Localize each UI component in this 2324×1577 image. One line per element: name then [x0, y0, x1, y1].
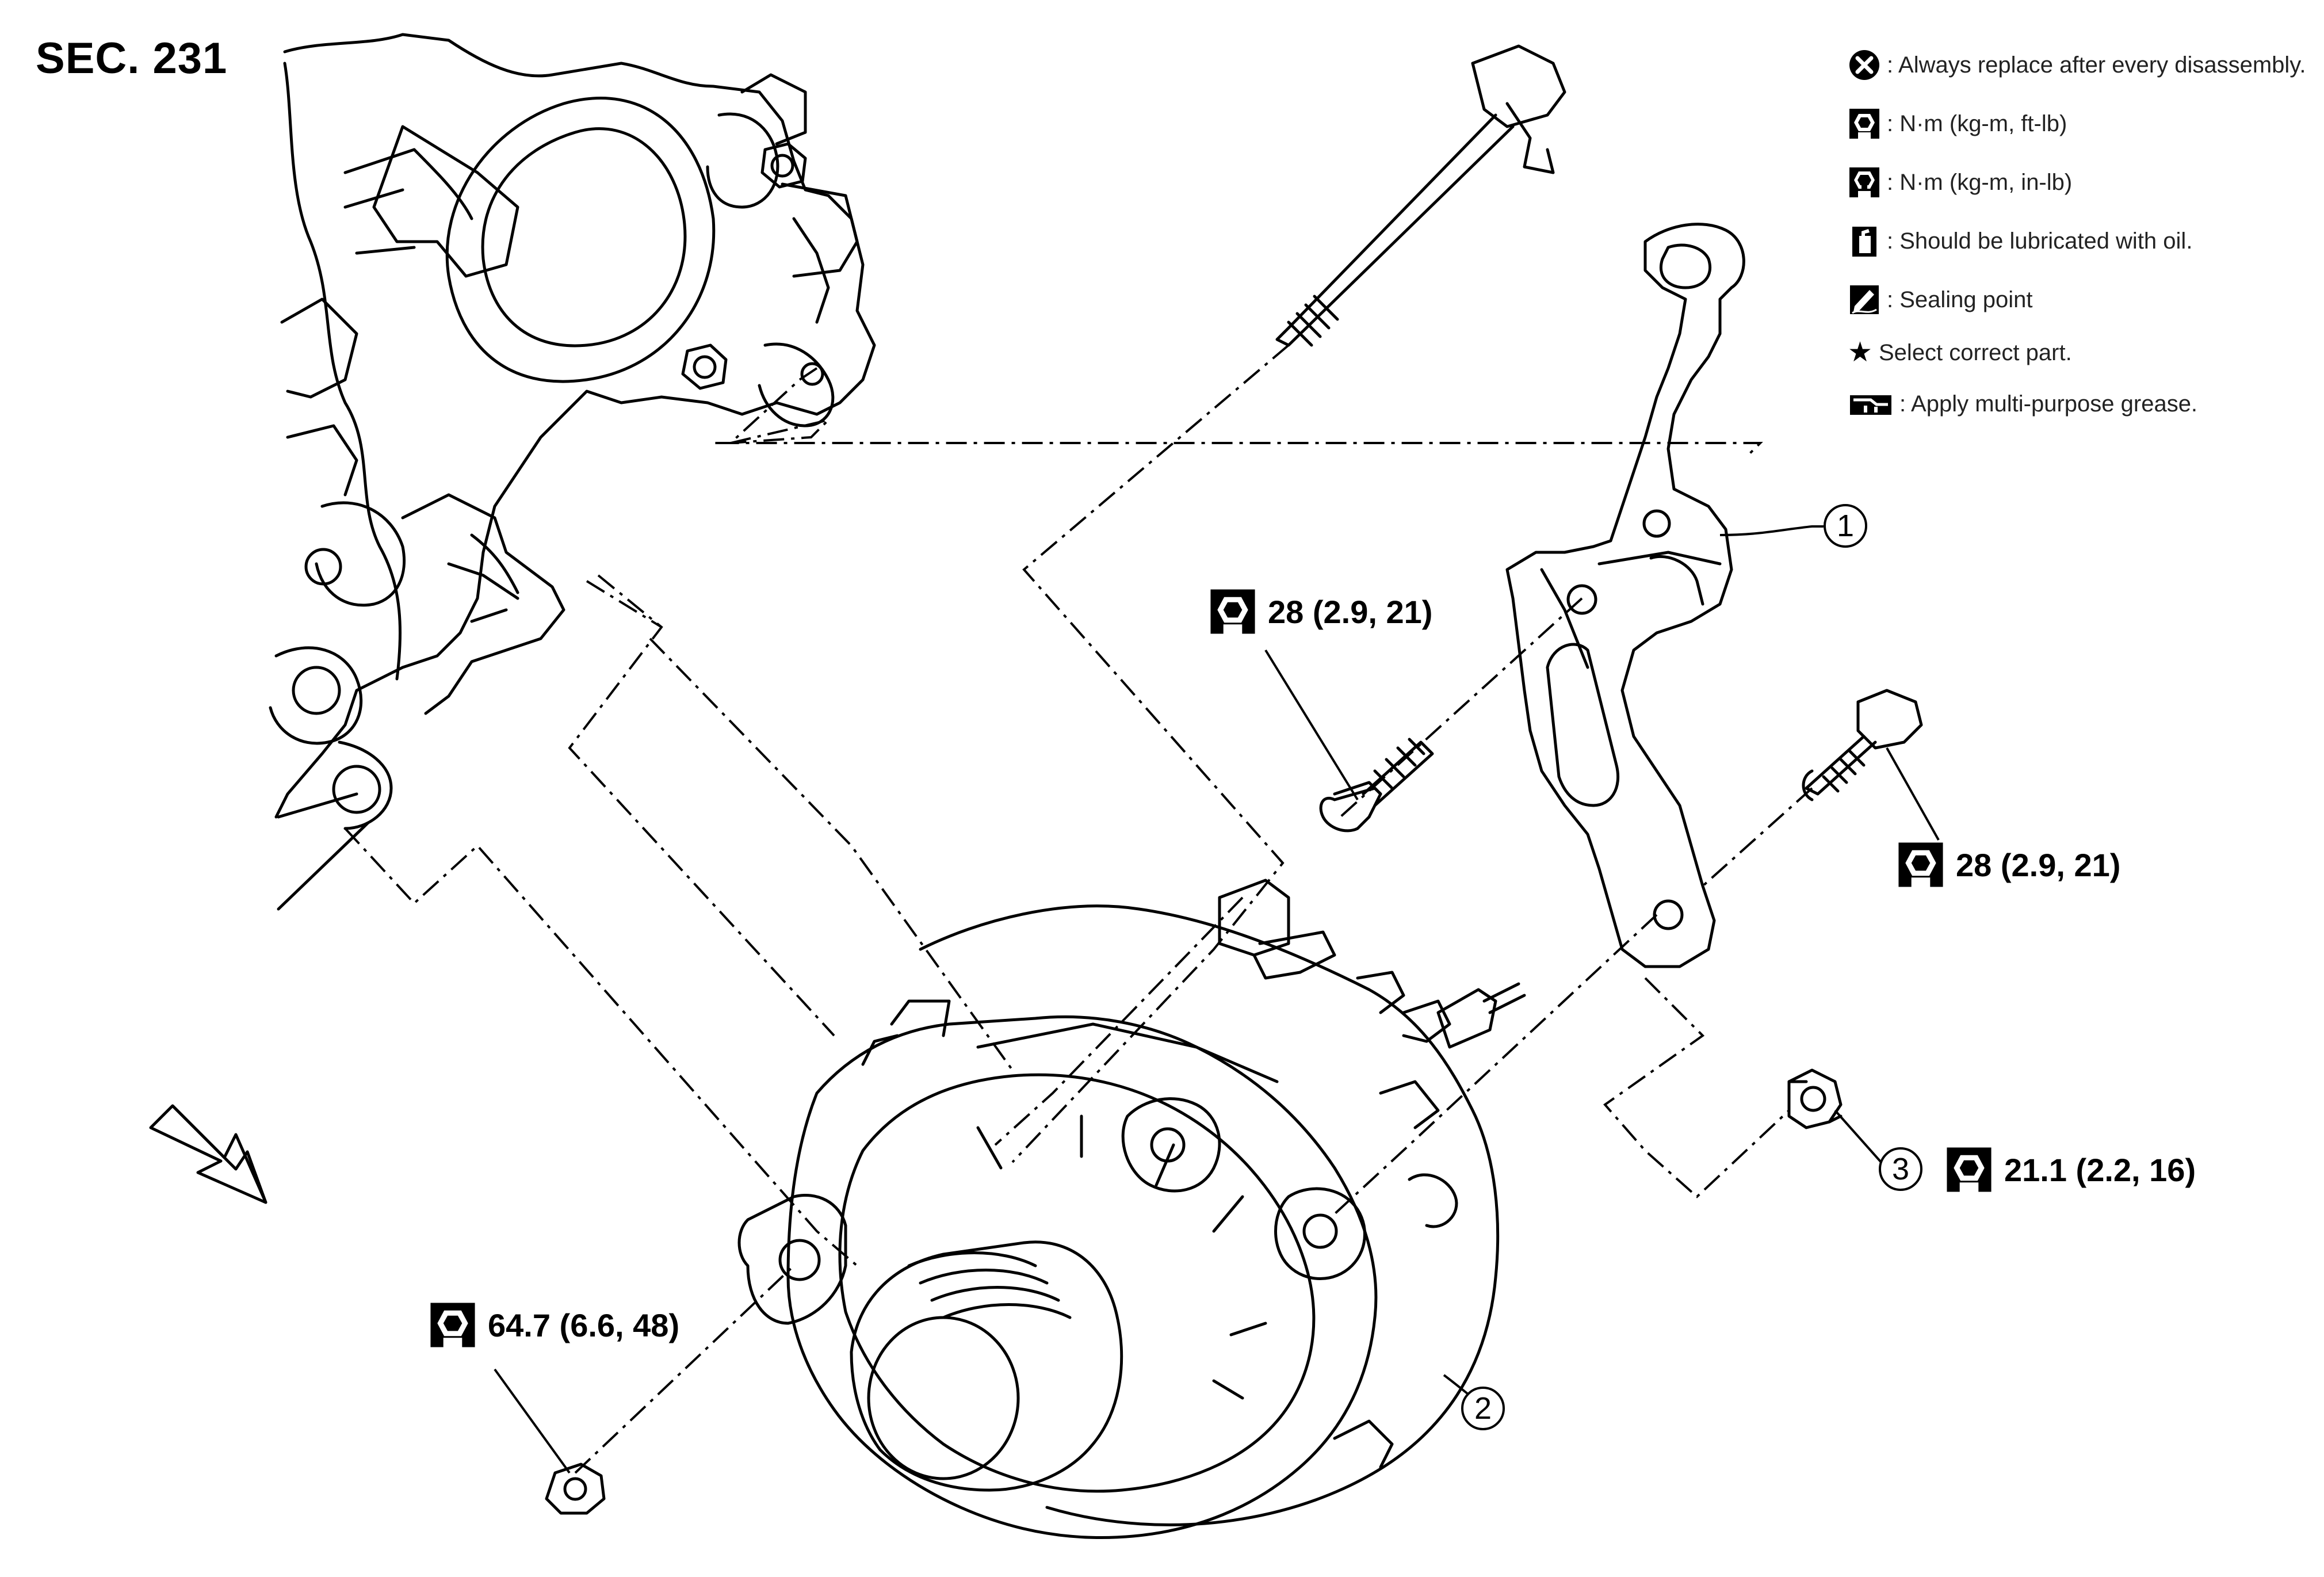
callout-part-1: 1 — [1824, 504, 1867, 548]
legend-item-always-replace: : Always replace after every disassembly… — [1848, 36, 2306, 94]
bracket-part-1 — [1505, 223, 1745, 968]
star-icon: ★ — [1848, 337, 1873, 368]
front-direction-arrow — [149, 1104, 267, 1204]
legend-item-torque-ftlb: : N·m (kg-m, ft-lb) — [1848, 94, 2306, 153]
torque-value: 21.1 (2.2, 16) — [2004, 1151, 2196, 1188]
legend-text: : N·m (kg-m, in-lb) — [1887, 169, 2073, 195]
oil-can-icon — [1852, 227, 1876, 257]
engine-block — [269, 33, 876, 830]
always-replace-icon — [1849, 50, 1879, 80]
torque-value: 28 (2.9, 21) — [1956, 846, 2121, 883]
torque-wrench-icon — [1898, 842, 1943, 887]
torque-wrench-icon — [1849, 109, 1879, 139]
legend-text: : Apply multi-purpose grease. — [1899, 391, 2198, 417]
torque-wrench-icon — [430, 1303, 475, 1347]
torque-wrench-icon — [1210, 589, 1255, 634]
alternator-nut — [545, 1463, 606, 1515]
torque-label-nut-3: 21.1 (2.2, 16) — [1944, 1145, 2196, 1194]
legend-text: : N·m (kg-m, ft-lb) — [1887, 110, 2067, 136]
long-bolt — [1275, 44, 1566, 347]
torque-wrench-inlb-icon — [1849, 167, 1879, 197]
torque-label-alternator-nut: 64.7 (6.6, 48) — [428, 1300, 679, 1350]
grease-icon — [1850, 395, 1891, 415]
legend-item-sealing: : Sealing point — [1848, 270, 2306, 329]
legend-item-grease: : Apply multi-purpose grease. — [1848, 376, 2306, 432]
leader-lines — [494, 525, 1940, 1474]
legend-text: : Sealing point — [1887, 287, 2033, 312]
torque-value: 64.7 (6.6, 48) — [488, 1307, 680, 1343]
legend-text: Select correct part. — [1879, 339, 2072, 365]
legend-item-select-part: ★ Select correct part. — [1848, 329, 2306, 376]
bracket-bolt-right — [1802, 689, 1923, 801]
symbol-legend: : Always replace after every disassembly… — [1848, 36, 2306, 432]
torque-label-bracket-bolt-right: 28 (2.9, 21) — [1896, 840, 2120, 889]
sealing-point-icon — [1850, 285, 1879, 314]
callout-part-3: 3 — [1879, 1147, 1922, 1191]
legend-item-torque-inlb: : N·m (kg-m, in-lb) — [1848, 153, 2306, 212]
nut-part-3 — [1787, 1068, 1843, 1129]
callout-part-2: 2 — [1461, 1387, 1505, 1430]
legend-text: : Should be lubricated with oil. — [1887, 228, 2193, 254]
legend-item-oil: : Should be lubricated with oil. — [1848, 212, 2306, 270]
bracket-bolt-upper — [1319, 738, 1434, 833]
torque-wrench-icon — [1947, 1147, 1992, 1192]
installation-lines — [344, 344, 1813, 1474]
engine-block-bolts — [681, 142, 807, 390]
torque-label-bracket-bolt-upper: 28 (2.9, 21) — [1208, 587, 1432, 636]
legend-text: : Always replace after every disassembly… — [1887, 52, 2306, 78]
alternator-part-2 — [737, 879, 1526, 1540]
torque-value: 28 (2.9, 21) — [1268, 593, 1433, 630]
section-code: SEC. 231 — [36, 34, 228, 83]
